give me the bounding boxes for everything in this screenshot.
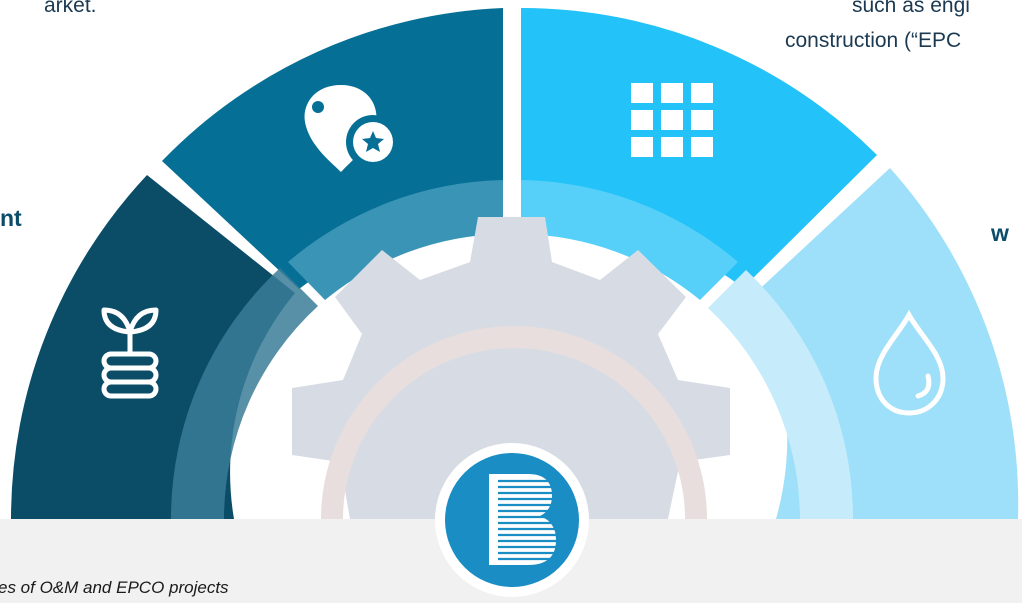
inner-band-right bbox=[708, 270, 854, 519]
gear-icon bbox=[292, 217, 730, 520]
right-segment-label: w bbox=[991, 220, 1009, 246]
pin-star-icon bbox=[304, 85, 400, 172]
top-right-text-line1: such as engi bbox=[852, 0, 970, 17]
plant-coins-icon bbox=[101, 307, 159, 399]
water-drop-icon bbox=[873, 309, 946, 416]
top-right-text-line2: construction (“EPC bbox=[785, 29, 962, 52]
inner-band-left bbox=[170, 268, 318, 519]
top-left-text: arket. bbox=[44, 0, 97, 17]
inner-band-mid-right bbox=[521, 180, 738, 300]
inner-band-mid-left bbox=[288, 180, 503, 300]
b-logo-icon bbox=[435, 443, 589, 597]
grid-icon bbox=[631, 83, 713, 157]
left-segment-label: nt bbox=[0, 205, 22, 231]
footnote: es of O&M and EPCO projects bbox=[0, 578, 229, 597]
